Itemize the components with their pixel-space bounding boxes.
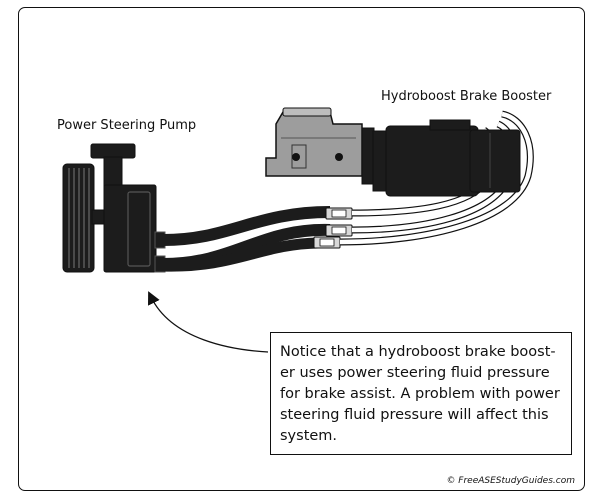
pump-reservoir-cap [90,143,136,159]
pump-body [103,184,157,273]
master-cylinder [265,107,363,177]
power-steering-pump [62,143,166,273]
note-line: Notice that a hydroboost brake boost- [280,344,556,360]
note-box: Notice that a hydroboost brake boost- er… [270,332,572,455]
note-line: for brake assist. A problem with power [280,386,560,402]
note-line: system. [280,428,338,444]
copyright-credit: © FreeASEStudyGuides.com [446,476,575,486]
booster-label: Hydroboost Brake Booster [381,89,552,104]
booster-body [385,125,479,197]
pump-pulley [62,163,95,273]
note-line: steering fluid pressure will affect this [280,407,549,423]
hydroboost-brake-booster [265,107,521,197]
diagram-frame [18,7,585,491]
hydraulic-hoses [162,206,331,272]
callout-arrow [148,291,269,353]
hose-fittings [313,207,353,249]
pump-label: Power Steering Pump [57,118,197,133]
note-line: er uses power steering fluid pressure [280,365,550,381]
